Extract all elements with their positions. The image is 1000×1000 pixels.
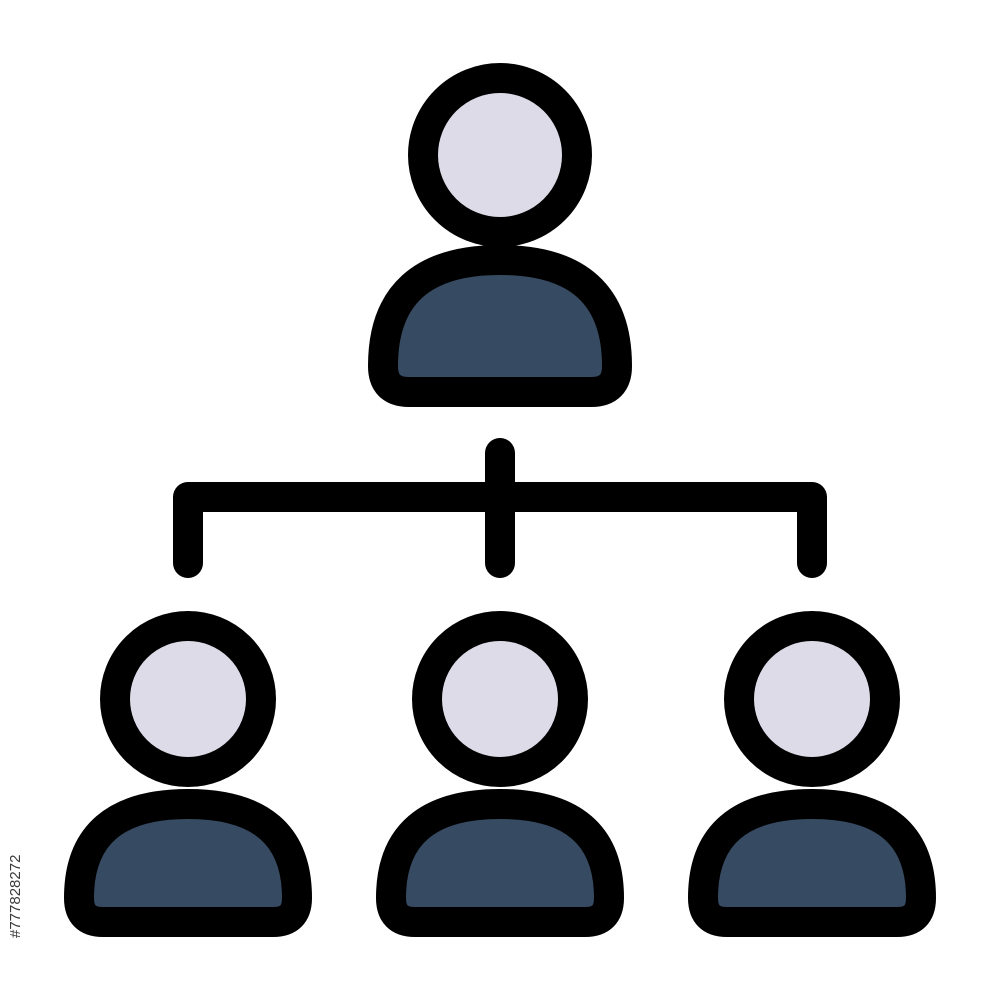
connector-lines	[173, 438, 827, 578]
branch-bracket-line	[173, 482, 827, 578]
person-bottom-right	[688, 611, 936, 937]
person-head	[100, 611, 276, 787]
stock-image-id: #777828272	[7, 854, 24, 938]
person-bottom-center	[376, 611, 624, 937]
person-head	[724, 611, 900, 787]
person-body	[64, 789, 312, 937]
person-top	[368, 63, 632, 407]
person-bottom-left	[64, 611, 312, 937]
person-body	[368, 245, 632, 407]
person-head	[412, 611, 588, 787]
person-body	[376, 789, 624, 937]
person-body	[688, 789, 936, 937]
person-head	[408, 63, 592, 247]
